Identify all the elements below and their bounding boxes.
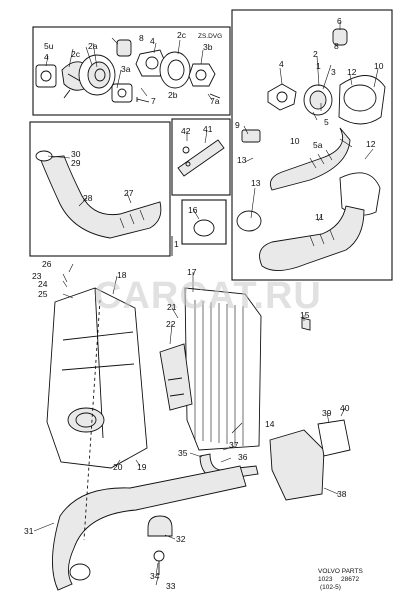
bracket-32 (147, 515, 173, 537)
callout-6: 6 (337, 16, 342, 26)
callout-32: 32 (176, 534, 186, 544)
callout-28: 28 (83, 193, 93, 203)
dashed-line (83, 299, 101, 541)
inset-top-left-frame (32, 26, 231, 116)
callout-4c: 4 (279, 59, 284, 69)
filter-element-14 (184, 287, 262, 451)
callout-2c-bot: 2c (177, 30, 187, 40)
callout-39: 39 (322, 408, 332, 418)
callout-7: 7 (151, 96, 156, 106)
callout-18: 18 (117, 270, 127, 280)
callout-15: 15 (300, 310, 310, 320)
seal-16 (193, 219, 215, 237)
housing-2 (78, 54, 116, 96)
hose-11 (259, 205, 365, 271)
callout-3: 3 (331, 67, 336, 77)
callout-20: 20 (113, 462, 123, 472)
callout-12a: 12 (347, 67, 357, 77)
callout-1-left: 1 (174, 239, 179, 249)
bracket-41 (177, 139, 225, 177)
callout-2c-top: 2c (71, 49, 81, 59)
pipe-27-28 (35, 150, 162, 239)
clip-9 (241, 129, 261, 143)
callout-26: 26 (42, 259, 52, 269)
callout-35: 35 (178, 448, 188, 458)
callout-27: 27 (124, 188, 134, 198)
callout-42: 42 (181, 126, 191, 136)
throttle-housing-2 (303, 84, 333, 116)
callout-33: 33 (166, 581, 176, 591)
clamp-13 (236, 210, 262, 232)
callout-11: 11 (315, 212, 324, 222)
callout-16: 16 (188, 205, 198, 215)
bracket-38 (269, 429, 325, 501)
inset-seal-frame (181, 199, 227, 245)
callout-34: 34 (150, 571, 160, 581)
callout-10a: 10 (374, 61, 384, 71)
callout-7a: 7a (210, 96, 220, 106)
callout-zsdvg: ZS.DVG (198, 33, 222, 40)
flange-4 (267, 83, 297, 111)
callout-25: 25 (38, 289, 48, 299)
clamp-8a (116, 39, 132, 57)
housing-2c (159, 51, 191, 89)
callout-14: 14 (265, 419, 275, 429)
callout-22: 22 (166, 319, 176, 329)
gasket-3b (188, 63, 216, 87)
callout-37: 37 (229, 440, 239, 450)
callout-5a: 5a (313, 140, 323, 150)
callout-24: 24 (38, 279, 48, 289)
nut-34 (153, 550, 165, 562)
housing-4 (135, 49, 167, 77)
callout-2: 2 (313, 49, 318, 59)
screw-7 (136, 97, 150, 103)
bolt-42 (182, 146, 190, 154)
intake-elbow-10 (338, 75, 386, 125)
callout-5u: 5u (44, 41, 54, 51)
gasket-3a (111, 83, 133, 103)
callout-30: 30 (71, 149, 81, 159)
callout-1: 1 (316, 61, 321, 71)
callout-9: 9 (235, 120, 240, 130)
callout-31: 31 (24, 526, 34, 536)
callout-10b: 10 (290, 136, 300, 146)
callout-21: 21 (167, 302, 177, 312)
screw-7a (209, 93, 221, 99)
hose-12-upper (269, 127, 351, 191)
callout-40: 40 (340, 403, 350, 413)
callout-29: 29 (71, 158, 81, 168)
caption-group: (102-5) (320, 584, 341, 591)
callout-13a: 13 (237, 155, 247, 165)
callout-2a: 2a (88, 41, 98, 51)
callout-4b: 4 (44, 52, 49, 62)
callout-13b: 13 (251, 178, 261, 188)
watermark: CARCAT.RU (94, 275, 322, 317)
callout-3b: 3b (203, 42, 213, 52)
callout-19: 19 (137, 462, 147, 472)
callout-2b: 2b (168, 90, 178, 100)
hose-31 (52, 465, 247, 591)
inset-bracket-frame (171, 118, 231, 196)
callout-41: 41 (203, 124, 213, 134)
callout-12b: 12 (366, 139, 376, 149)
gasket-5u (35, 64, 57, 88)
callout-8b: 8 (334, 41, 339, 51)
bracket-21-22 (159, 343, 193, 411)
callout-5: 5 (324, 117, 329, 127)
caption-brand: VOLVO PARTS (318, 568, 363, 575)
caption-number: 28672 (341, 576, 359, 583)
callout-38: 38 (337, 489, 347, 499)
callout-4a: 4 (150, 36, 155, 46)
leader-lines (33, 22, 379, 586)
inset-right-frame (231, 9, 393, 281)
callout-23: 23 (32, 271, 42, 281)
callout-36: 36 (238, 452, 248, 462)
plate-39 (317, 419, 351, 457)
callout-3a: 3a (121, 64, 131, 74)
inset-pipe-frame (29, 121, 171, 257)
callout-17: 17 (187, 267, 197, 277)
callout-8a: 8 (139, 33, 144, 43)
caption-code: 1023 (318, 576, 333, 583)
